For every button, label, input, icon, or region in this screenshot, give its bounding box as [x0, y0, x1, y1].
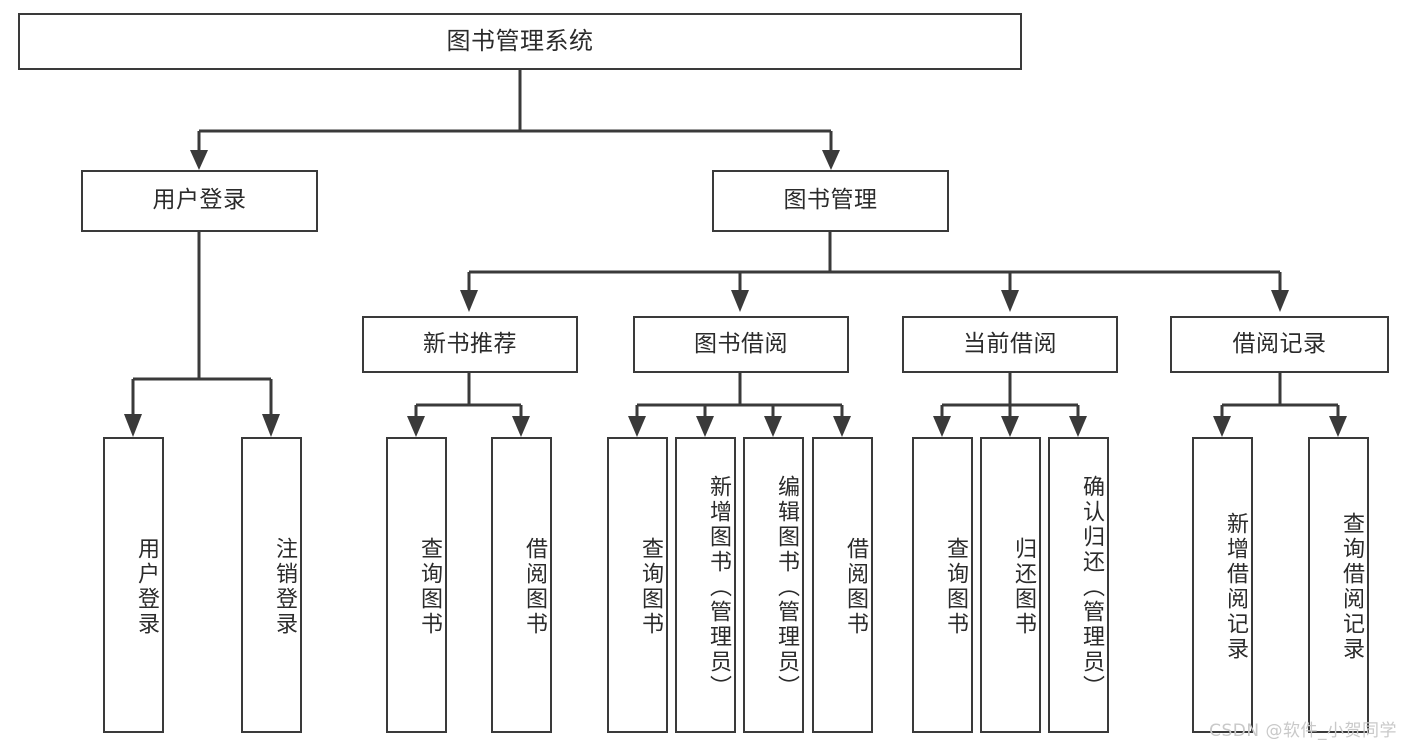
node-root-system[interactable]: 图书管理系统	[18, 13, 1022, 70]
node-root-label: 图书管理系统	[446, 27, 594, 56]
node-leaf-add-book-label: 新增图书（管理员）	[706, 474, 731, 700]
node-leaf-query-record-label: 查询借阅记录	[1339, 512, 1364, 662]
node-leaf-borrow-book-1-label: 借阅图书	[522, 537, 547, 637]
node-current-borrow[interactable]: 当前借阅	[902, 316, 1118, 373]
node-book-borrow-label: 图书借阅	[694, 330, 788, 357]
node-leaf-logout-label: 注销登录	[272, 537, 297, 637]
node-user-login[interactable]: 用户登录	[81, 170, 318, 232]
node-leaf-return-book[interactable]: 归还图书	[980, 437, 1041, 733]
node-leaf-edit-book-label: 编辑图书（管理员）	[774, 474, 799, 700]
node-leaf-borrow-book-2[interactable]: 借阅图书	[812, 437, 873, 733]
node-borrow-record[interactable]: 借阅记录	[1170, 316, 1389, 373]
node-new-book-recommend[interactable]: 新书推荐	[362, 316, 578, 373]
node-leaf-user-login[interactable]: 用户登录	[103, 437, 164, 733]
node-leaf-query-book-3[interactable]: 查询图书	[912, 437, 973, 733]
node-leaf-add-record[interactable]: 新增借阅记录	[1192, 437, 1253, 733]
node-leaf-add-book[interactable]: 新增图书（管理员）	[675, 437, 736, 733]
node-book-management[interactable]: 图书管理	[712, 170, 949, 232]
csdn-watermark: CSDN @软件_小贺同学	[1209, 721, 1397, 741]
node-leaf-query-record[interactable]: 查询借阅记录	[1308, 437, 1369, 733]
node-leaf-edit-book[interactable]: 编辑图书（管理员）	[743, 437, 804, 733]
node-leaf-borrow-book-1[interactable]: 借阅图书	[491, 437, 552, 733]
node-leaf-query-book-2-label: 查询图书	[638, 537, 663, 637]
node-leaf-query-book-1-label: 查询图书	[417, 537, 442, 637]
node-leaf-logout[interactable]: 注销登录	[241, 437, 302, 733]
node-user-login-label: 用户登录	[152, 187, 247, 214]
node-leaf-user-login-label: 用户登录	[134, 537, 159, 637]
node-leaf-confirm-return[interactable]: 确认归还（管理员）	[1048, 437, 1109, 733]
node-book-management-label: 图书管理	[783, 187, 878, 214]
node-book-borrow[interactable]: 图书借阅	[633, 316, 849, 373]
node-leaf-query-book-1[interactable]: 查询图书	[386, 437, 447, 733]
node-leaf-borrow-book-2-label: 借阅图书	[843, 537, 868, 637]
node-leaf-add-record-label: 新增借阅记录	[1223, 512, 1248, 662]
node-new-book-recommend-label: 新书推荐	[423, 330, 517, 357]
node-current-borrow-label: 当前借阅	[963, 330, 1057, 357]
node-leaf-query-book-3-label: 查询图书	[943, 537, 968, 637]
node-leaf-query-book-2[interactable]: 查询图书	[607, 437, 668, 733]
node-borrow-record-label: 借阅记录	[1232, 330, 1327, 357]
node-leaf-return-book-label: 归还图书	[1011, 537, 1036, 637]
node-leaf-confirm-return-label: 确认归还（管理员）	[1079, 474, 1104, 700]
